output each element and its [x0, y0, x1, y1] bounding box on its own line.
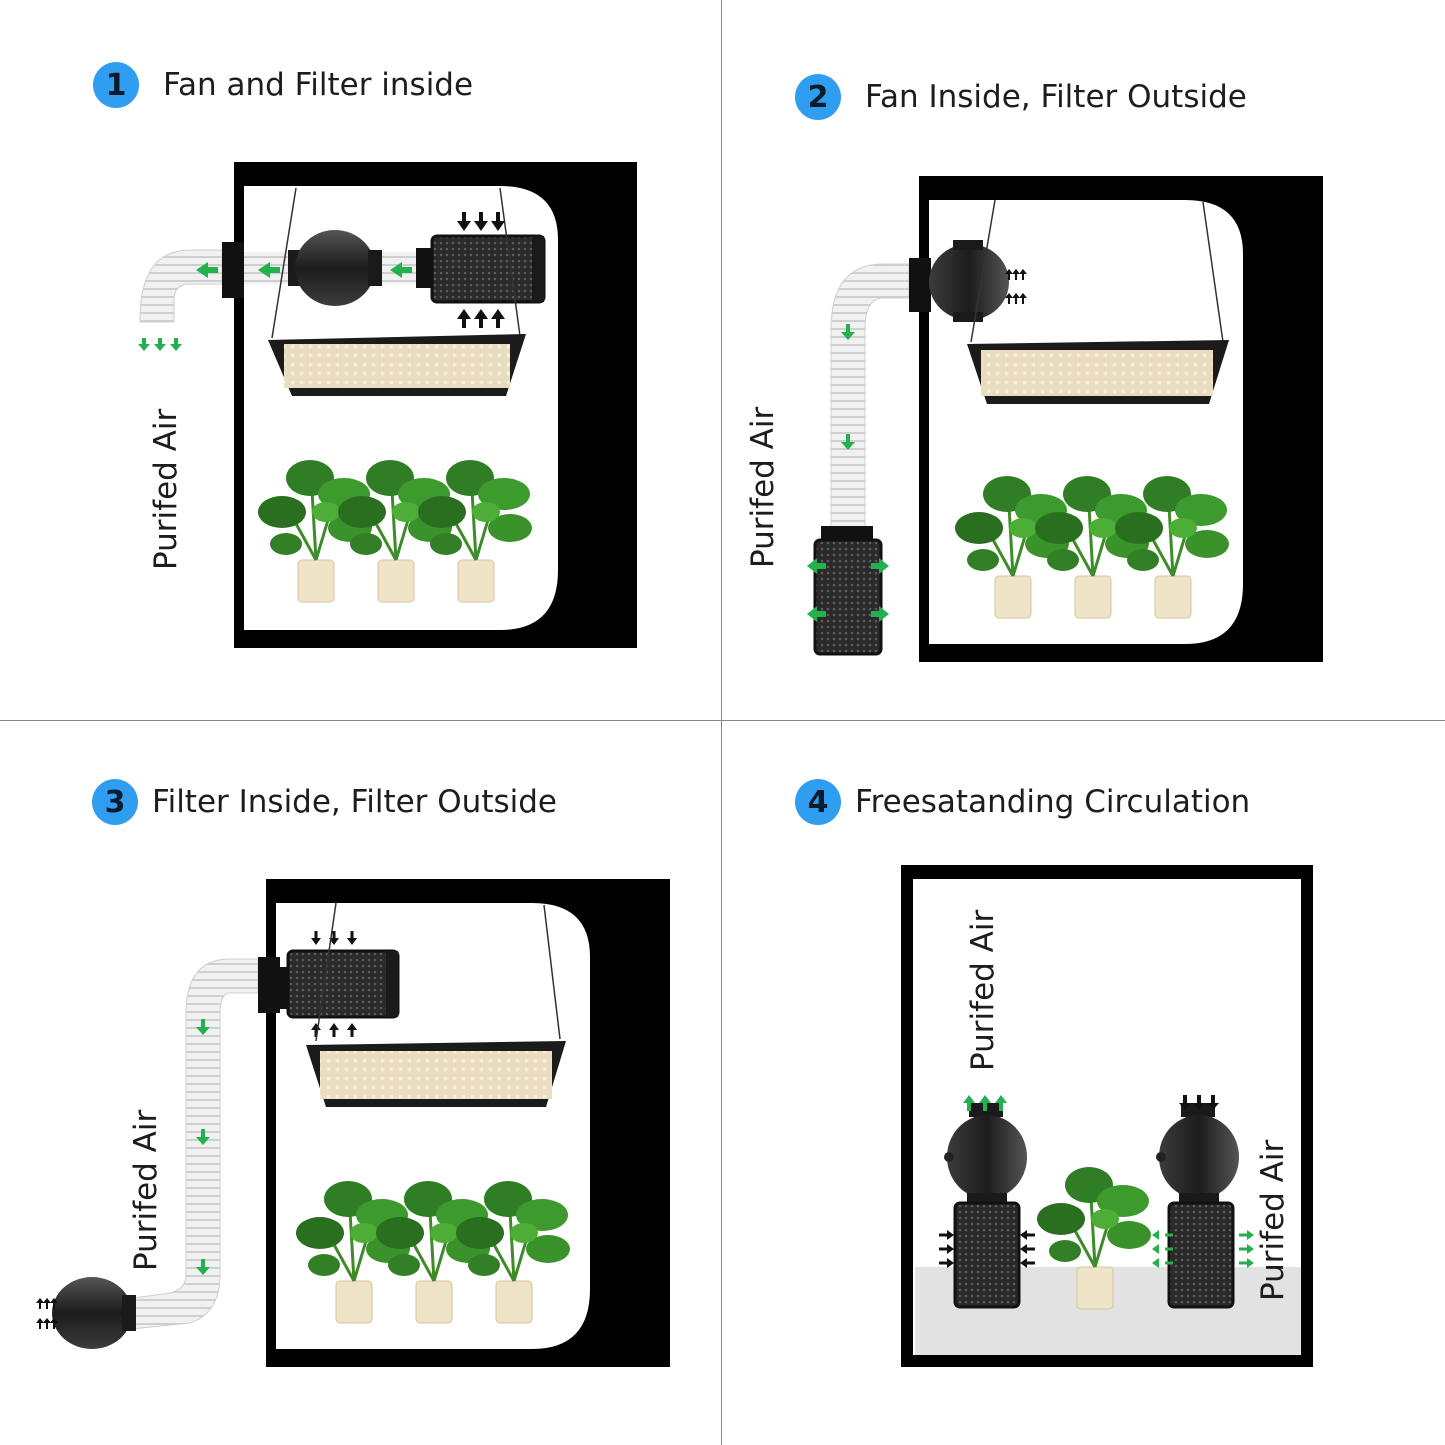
carbon-filter-icon — [278, 949, 400, 1019]
panel-4-title: 4 Freesatanding Circulation — [795, 779, 1250, 825]
inline-fan-icon — [1156, 1103, 1239, 1207]
grow-light-icon — [268, 334, 526, 396]
grow-tent-icon — [919, 176, 1323, 662]
panel-2-diagram — [807, 176, 1323, 662]
purified-air-label: Purifed Air — [745, 406, 781, 568]
grow-tent-icon — [266, 879, 670, 1367]
step-badge-1: 1 — [93, 62, 139, 108]
panel-3-title: 3 Filter Inside, Filter Outside — [92, 779, 557, 825]
panel-fan-and-filter-inside: 1 Fan and Filter inside — [0, 0, 722, 722]
panel-4-diagram — [901, 865, 1313, 1367]
grow-tent-icon — [234, 162, 637, 648]
purified-air-label-right: Purifed Air — [1255, 1139, 1291, 1301]
step-badge-4: 4 — [795, 779, 841, 825]
panel-1-diagram — [138, 162, 637, 648]
panel-fan-inside-filter-outside: 2 Fan Inside, Filter Outside — [723, 0, 1445, 722]
panel-1-title: 1 Fan and Filter inside — [93, 62, 473, 108]
carbon-filter-icon — [1167, 1201, 1235, 1309]
panel-2-title: 2 Fan Inside, Filter Outside — [795, 74, 1247, 120]
airflow-arrow-icon — [963, 1095, 1007, 1111]
airflow-arrow-icon — [138, 262, 412, 351]
step-badge-3: 3 — [92, 779, 138, 825]
step-badge-2: 2 — [795, 74, 841, 120]
monstera-plant-icon — [256, 458, 534, 604]
duct-hose-icon — [139, 249, 431, 323]
vertical-divider — [721, 0, 722, 1445]
purified-air-label-left: Purifed Air — [965, 909, 1001, 1071]
purified-air-label: Purifed Air — [148, 408, 184, 570]
monstera-plant-icon — [953, 474, 1231, 620]
panel-4-title-text: Freesatanding Circulation — [855, 784, 1251, 820]
inline-fan-icon — [52, 1277, 136, 1349]
inline-fan-icon — [288, 230, 382, 306]
duct-hose-icon — [830, 263, 910, 531]
grow-light-icon — [306, 1041, 566, 1107]
carbon-filter-icon — [416, 234, 546, 304]
carbon-filter-icon — [953, 1201, 1021, 1309]
purified-air-label: Purifed Air — [128, 1109, 164, 1271]
carbon-filter-icon — [813, 526, 883, 656]
airflow-arrow-icon — [196, 1019, 210, 1275]
inline-fan-icon — [929, 240, 1009, 322]
panel-3-diagram — [36, 879, 670, 1367]
panel-filter-inside-filter-outside: 3 Filter Inside, Filter Outside — [0, 723, 722, 1445]
panel-freestanding-circulation: 4 Freesatanding Circulation — [723, 723, 1445, 1445]
panel-2-title-text: Fan Inside, Filter Outside — [865, 79, 1247, 115]
airflow-arrow-icon — [807, 324, 889, 622]
panel-3-title-text: Filter Inside, Filter Outside — [152, 784, 557, 820]
horizontal-divider — [0, 720, 1445, 721]
monstera-plant-icon — [294, 1179, 572, 1325]
inline-fan-icon — [944, 1103, 1027, 1207]
airflow-arrow-icon — [1152, 1230, 1254, 1268]
panel-1-title-text: Fan and Filter inside — [163, 67, 474, 103]
grow-light-icon — [967, 340, 1229, 404]
